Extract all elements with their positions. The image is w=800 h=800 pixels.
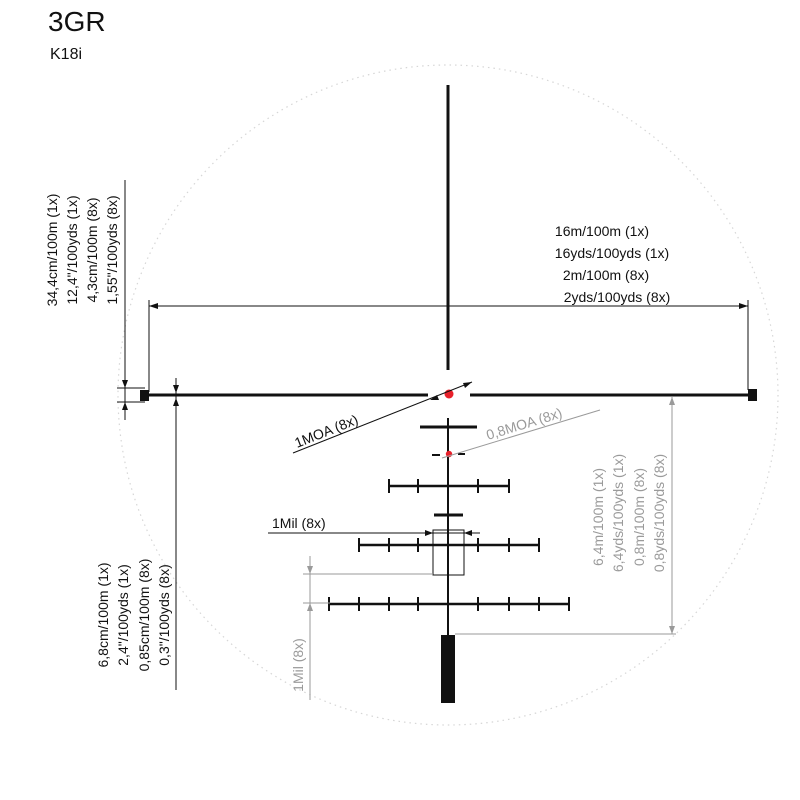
right-post-end — [748, 389, 757, 401]
drop-label-2: 6,4yds/100yds (1x) — [610, 454, 626, 572]
span-arrow-left — [149, 303, 158, 309]
crosshair-label-3: 0,85cm/100m (8x) — [136, 559, 152, 672]
mil-v-arrow-top — [307, 566, 313, 574]
span-label-2: 16yds/100yds (1x) — [555, 245, 669, 261]
left-post-labels: 34,4cm/100m (1x) 12,4"/100yds (1x) 4,3cm… — [44, 194, 120, 307]
mil-vertical-label: 1Mil (8x) — [290, 638, 306, 692]
field-of-view-circle — [117, 64, 779, 726]
crosshair-label-1: 6,8cm/100m (1x) — [95, 562, 111, 667]
reticle-title: 3GR — [48, 6, 106, 37]
mil-v-arrow-bottom — [307, 603, 313, 611]
moa-small-arrow-line — [441, 409, 601, 459]
post-label-3: 4,3cm/100m (8x) — [84, 197, 100, 302]
drop-label-1: 6,4m/100m (1x) — [590, 468, 606, 566]
span-label-4: 2yds/100yds (8x) — [564, 289, 671, 305]
moa-small-label: 0,8MOA (8x) — [484, 405, 564, 443]
moa-large-arrow-line — [292, 381, 473, 454]
post-label-4: 1,55"/100yds (8x) — [104, 195, 120, 304]
drop-label-3: 0,8m/100m (8x) — [631, 468, 647, 566]
bottom-post — [441, 635, 455, 703]
moa-large-arrowhead — [463, 382, 472, 388]
reticle-model: K18i — [50, 46, 83, 63]
moa-large-arrowhead-inner — [430, 395, 439, 400]
left-post-end — [140, 390, 149, 401]
crosshair-arrow-bottom — [173, 398, 179, 406]
mil-box — [432, 529, 465, 576]
drop-arrow-top — [669, 397, 675, 405]
crosshair-label-4: 0,3"/100yds (8x) — [156, 564, 172, 665]
post-label-2: 12,4"/100yds (1x) — [64, 195, 80, 304]
crosshair-arrow-top — [173, 385, 179, 393]
mil-horizontal-label: 1Mil (8x) — [272, 515, 326, 531]
crosshair-thickness-labels: 6,8cm/100m (1x) 2,4"/100yds (1x) 0,85cm/… — [95, 559, 172, 672]
mil-arrow-right — [464, 530, 472, 536]
span-label-1: 16m/100m (1x) — [555, 223, 649, 239]
drop-arrow-bottom — [669, 626, 675, 634]
right-drop-labels: 6,4m/100m (1x) 6,4yds/100yds (1x) 0,8m/1… — [590, 454, 667, 572]
post-label-1: 34,4cm/100m (1x) — [44, 194, 60, 307]
drop-label-4: 0,8yds/100yds (8x) — [651, 454, 667, 572]
post-arrow-top — [122, 380, 128, 388]
crosshair-label-2: 2,4"/100yds (1x) — [115, 564, 131, 665]
span-label-3: 2m/100m (8x) — [563, 267, 649, 283]
span-arrow-right — [739, 303, 748, 309]
moa-large-label: 1MOA (8x) — [292, 411, 360, 451]
horizontal-span-labels: 16m/100m (1x) 16yds/100yds (1x) 2m/100m … — [555, 223, 671, 305]
mil-arrow-left — [425, 530, 433, 536]
post-arrow-bottom — [122, 402, 128, 410]
